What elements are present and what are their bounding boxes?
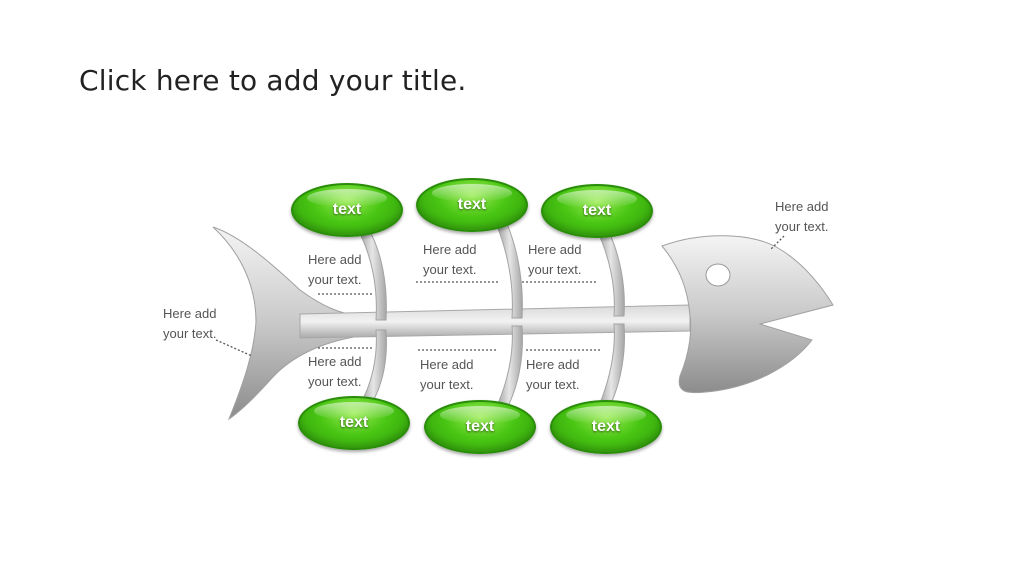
leader-lines <box>215 235 785 357</box>
cause-oval-label: text <box>582 202 612 219</box>
note-line: your text. <box>526 377 580 392</box>
note-upper-2[interactable]: Here add your text. <box>423 240 476 280</box>
note-lower-2[interactable]: Here add your text. <box>420 355 473 395</box>
fish-spine <box>299 304 691 339</box>
cause-oval-top-2[interactable]: text <box>416 178 528 232</box>
leader-tail <box>215 339 253 357</box>
cause-oval-label: text <box>591 418 621 435</box>
rib-lower-2 <box>495 325 523 411</box>
note-line: Here add <box>308 354 362 369</box>
cause-oval-top-3[interactable]: text <box>541 184 653 238</box>
slide-title[interactable]: Click here to add your title. <box>79 64 467 97</box>
fish-tail <box>212 226 361 421</box>
note-upper-1[interactable]: Here add your text. <box>308 250 361 290</box>
rib-lower-3 <box>597 323 625 411</box>
cause-oval-bottom-1[interactable]: text <box>298 396 410 450</box>
cause-oval-label: text <box>465 418 495 435</box>
note-line: your text. <box>528 262 582 277</box>
note-lower-3[interactable]: Here add your text. <box>526 355 579 395</box>
note-line: your text. <box>775 219 829 234</box>
note-line: Here add <box>528 242 582 257</box>
note-line: Here add <box>308 252 362 267</box>
leader-head <box>769 235 785 251</box>
note-line: your text. <box>308 272 362 287</box>
cause-oval-label: text <box>332 201 362 218</box>
note-tail[interactable]: Here add your text. <box>163 304 216 344</box>
cause-oval-label: text <box>457 196 487 213</box>
note-line: Here add <box>526 357 580 372</box>
note-upper-3[interactable]: Here add your text. <box>528 240 581 280</box>
fish-head <box>661 235 834 394</box>
note-line: your text. <box>423 262 477 277</box>
rib-lower-1 <box>359 329 387 407</box>
note-head[interactable]: Here add your text. <box>775 197 828 237</box>
cause-oval-bottom-2[interactable]: text <box>424 400 536 454</box>
note-line: Here add <box>163 306 217 321</box>
note-line: Here add <box>423 242 477 257</box>
note-line: your text. <box>163 326 217 341</box>
rib-upper-1 <box>357 227 387 321</box>
note-line: your text. <box>420 377 474 392</box>
note-line: your text. <box>308 374 362 389</box>
rib-upper-3 <box>596 227 625 317</box>
note-lower-1[interactable]: Here add your text. <box>308 352 361 392</box>
cause-oval-label: text <box>339 414 369 431</box>
cause-oval-top-1[interactable]: text <box>291 183 403 237</box>
note-line: Here add <box>420 357 474 372</box>
rib-upper-2 <box>496 223 523 319</box>
cause-oval-bottom-3[interactable]: text <box>550 400 662 454</box>
note-line: Here add <box>775 199 829 214</box>
fish-eye <box>705 263 731 287</box>
